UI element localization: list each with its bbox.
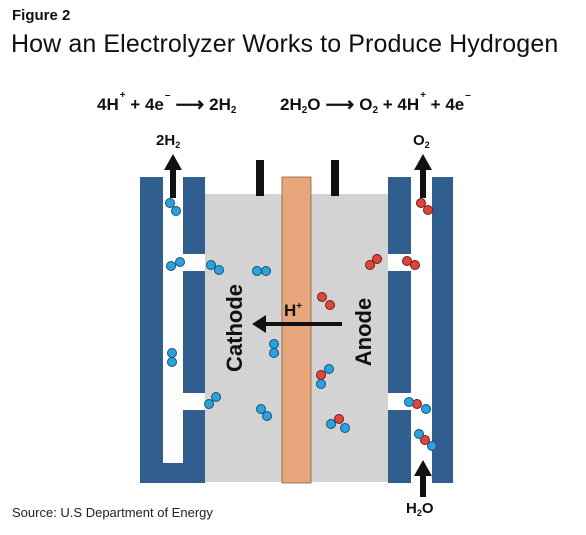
o2-output-label: O2 <box>413 132 430 150</box>
h2-out-arrow-icon <box>164 154 182 198</box>
proton-label: H+ <box>284 301 303 320</box>
proton-exchange-membrane <box>281 176 312 484</box>
water-molecules <box>316 364 437 451</box>
cathode-equation: 4H+ + 4e–⟶2H2 <box>97 90 237 116</box>
figure-label: Figure 2 <box>12 7 71 24</box>
hydrogen-molecules <box>165 198 279 421</box>
proton-flow-arrow-icon <box>252 315 342 333</box>
cathode-electrode <box>140 177 205 483</box>
h2o-in-arrow-icon <box>414 460 432 497</box>
h2-output-label: 2H2 <box>156 132 181 150</box>
oxygen-molecules <box>317 198 433 310</box>
h2o-input-label: H2O <box>406 500 434 518</box>
anode-label: Anode <box>351 297 376 367</box>
anode-terminal <box>331 160 339 196</box>
source-note: Source: U.S Department of Energy <box>12 505 213 520</box>
anode-equation: 2H2O⟶O2 + 4H+ + 4e– <box>280 90 471 116</box>
reaction-arrow-icon: ⟶ <box>175 94 205 116</box>
o2-out-arrow-icon <box>414 154 432 198</box>
reaction-arrow-icon: ⟶ <box>325 94 355 116</box>
cathode-terminal <box>256 160 264 196</box>
figure-title: How an Electrolyzer Works to Produce Hyd… <box>11 30 559 58</box>
cathode-label: Cathode <box>222 284 247 372</box>
